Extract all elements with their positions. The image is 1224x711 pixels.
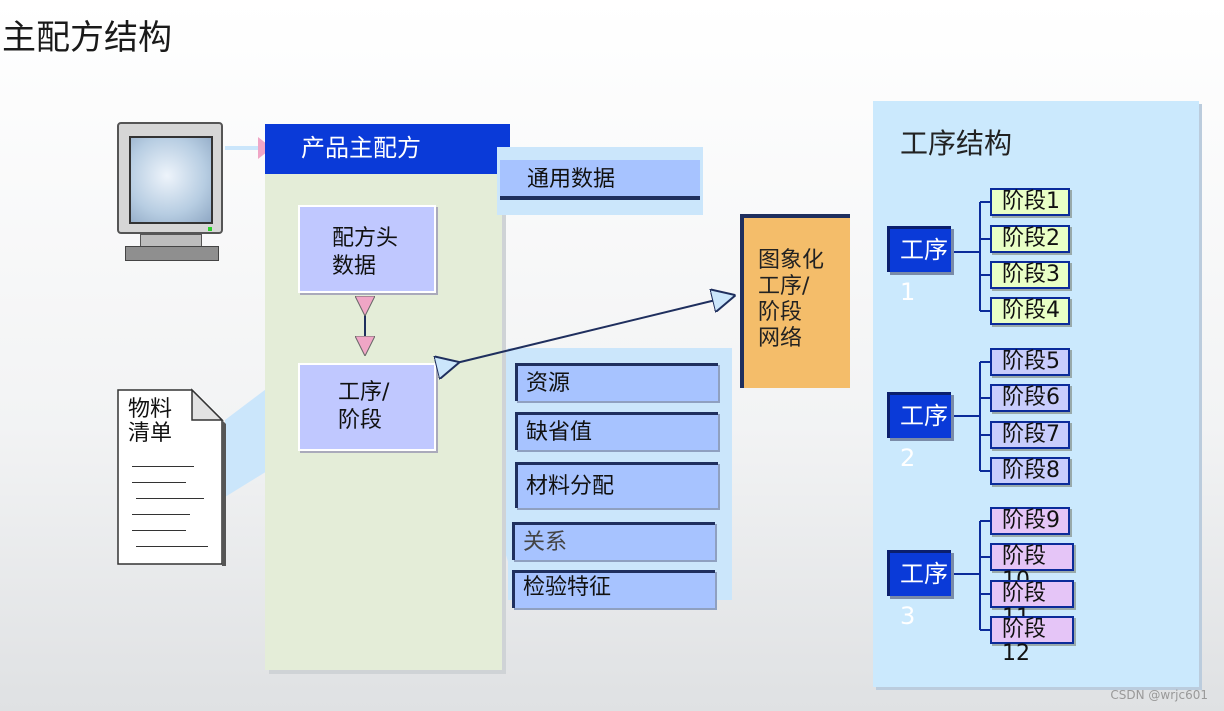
doc-text-line — [132, 482, 186, 483]
phase-box[interactable]: 阶段7 — [990, 421, 1070, 449]
monitor-base — [125, 246, 219, 261]
phase-box[interactable]: 阶段5 — [990, 348, 1070, 376]
phase-box[interactable]: 阶段3 — [990, 261, 1070, 289]
graphical-line2: 工序/ — [758, 274, 810, 299]
phase-box[interactable]: 阶段6 — [990, 384, 1070, 412]
sub-item-default-values[interactable]: 缺省值 — [515, 412, 718, 450]
phase-box[interactable]: 阶段2 — [990, 225, 1070, 253]
bom-label-line2: 清单 — [128, 421, 173, 446]
operation-structure-title: 工序结构 — [900, 127, 1013, 160]
recipe-header-line1: 配方头 — [332, 226, 399, 251]
page-title: 主配方结构 — [2, 18, 172, 58]
monitor-screen — [129, 136, 213, 224]
operation-phase-line2: 阶段 — [338, 408, 383, 433]
main-recipe-header[interactable]: 产品主配方 — [265, 124, 510, 174]
sub-item-material-assignment[interactable]: 材料分配 — [515, 462, 718, 508]
bom-label-line1: 物料 — [128, 397, 173, 422]
watermark: CSDN @wrjc601 — [1110, 688, 1208, 702]
sub-item-relationships[interactable]: 关系 — [512, 522, 715, 560]
operation-1-box[interactable]: 工序1 — [887, 226, 951, 306]
bom-label: 物料 清单 — [128, 398, 172, 446]
graphical-link-double-arrow — [448, 298, 724, 365]
general-data-box[interactable]: 通用数据 — [500, 160, 700, 200]
graphical-line4: 网络 — [758, 326, 803, 351]
phase-box[interactable]: 阶段9 — [990, 507, 1070, 535]
sub-item-inspection-characteristics[interactable]: 检验特征 — [512, 570, 715, 608]
operation-phase-box[interactable]: 工序/ 阶段 — [298, 363, 436, 451]
monitor-led — [208, 227, 212, 231]
phase-box[interactable]: 阶段1 — [990, 188, 1070, 216]
operation-2-box[interactable]: 工序2 — [887, 392, 951, 472]
document-icon — [117, 388, 226, 566]
graphical-line1: 图象化 — [758, 248, 825, 273]
doc-text-line — [132, 530, 186, 531]
graphical-line3: 阶段 — [758, 300, 803, 325]
phase-box[interactable]: 阶段12 — [990, 616, 1074, 666]
doc-text-line — [136, 546, 208, 547]
recipe-header-line2: 数据 — [332, 254, 377, 279]
doc-text-line — [132, 466, 194, 467]
operation-phase-line1: 工序/ — [338, 380, 390, 405]
phase-box[interactable]: 阶段8 — [990, 457, 1070, 485]
doc-text-line — [132, 514, 190, 515]
doc-text-line — [136, 498, 204, 499]
recipe-header-box[interactable]: 配方头 数据 — [298, 205, 436, 293]
phase-box[interactable]: 阶段4 — [990, 297, 1070, 325]
operation-3-box[interactable]: 工序3 — [887, 550, 951, 630]
graphical-network-box[interactable]: 图象化 工序/ 阶段 网络 — [740, 214, 850, 388]
